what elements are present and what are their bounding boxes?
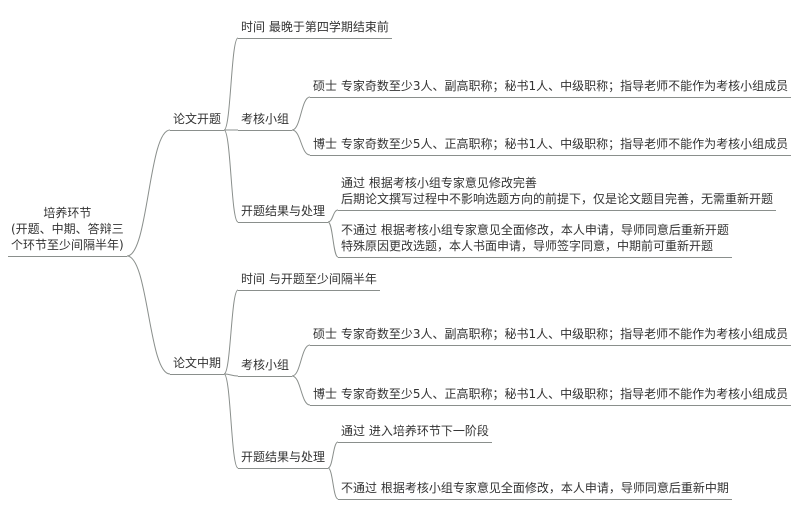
connector-line <box>223 129 239 223</box>
topic-midterm-committee[interactable]: 考核小组 <box>238 357 293 377</box>
connector-line <box>223 37 239 131</box>
connector-line <box>223 373 239 377</box>
topic-proposal-committee[interactable]: 考核小组 <box>238 111 293 131</box>
topic-proposal-committee-doctor[interactable]: 博士 专家奇数至少5人、正高职称；秘书1人、中级职称；指导老师不能作为考核小组成… <box>310 136 792 156</box>
topic-proposal-result-fail[interactable]: 不通过 根据考核小组专家意见全面修改，本人申请，导师同意后重新开题 特殊原因更改… <box>338 222 732 258</box>
topic-proposal-time[interactable]: 时间 最晚于第四学期结束前 <box>238 19 392 39</box>
connector-line <box>327 441 339 469</box>
connector-line <box>327 467 339 500</box>
topic-midterm-result-fail[interactable]: 不通过 根据考核小组专家意见全面修改，本人申请，导师同意后重新中期 <box>338 480 732 500</box>
connector-line <box>223 289 239 375</box>
root-topic-training-stages[interactable]: 培养环节 (开题、中期、答辩三 个环节至少间隔半年) <box>8 205 127 257</box>
topic-midterm-result-pass[interactable]: 通过 进入培养环节下一阶段 <box>338 423 492 443</box>
topic-thesis-midterm[interactable]: 论文中期 <box>170 355 225 375</box>
topic-midterm-time[interactable]: 时间 与开题至少间隔半年 <box>238 271 380 291</box>
topic-proposal-result-pass[interactable]: 通过 根据考核小组专家意见修改完善 后期论文撰写过程中不影响选题方向的前提下，仅… <box>338 175 777 211</box>
connector-line <box>291 129 311 156</box>
topic-thesis-proposal[interactable]: 论文开题 <box>170 111 225 131</box>
connector-line <box>291 344 311 377</box>
topic-proposal-result[interactable]: 开题结果与处理 <box>238 203 329 223</box>
connector-line <box>126 255 171 375</box>
connector-line <box>126 129 171 257</box>
topic-proposal-committee-master[interactable]: 硕士 专家奇数至少3人、副高职称；秘书1人、中级职称；指导老师不能作为考核小组成… <box>310 78 792 98</box>
topic-midterm-committee-doctor[interactable]: 博士 专家奇数至少5人、正高职称；秘书1人、中级职称；指导老师不能作为考核小组成… <box>310 386 792 406</box>
topic-midterm-committee-master[interactable]: 硕士 专家奇数至少3人、副高职称；秘书1人、中级职称；指导老师不能作为考核小组成… <box>310 326 792 346</box>
connector-line <box>223 373 239 469</box>
topic-midterm-result[interactable]: 开题结果与处理 <box>238 449 329 469</box>
connector-line <box>327 221 339 258</box>
connector-line <box>327 209 339 223</box>
connector-line <box>291 96 311 131</box>
connector-line <box>291 375 311 406</box>
